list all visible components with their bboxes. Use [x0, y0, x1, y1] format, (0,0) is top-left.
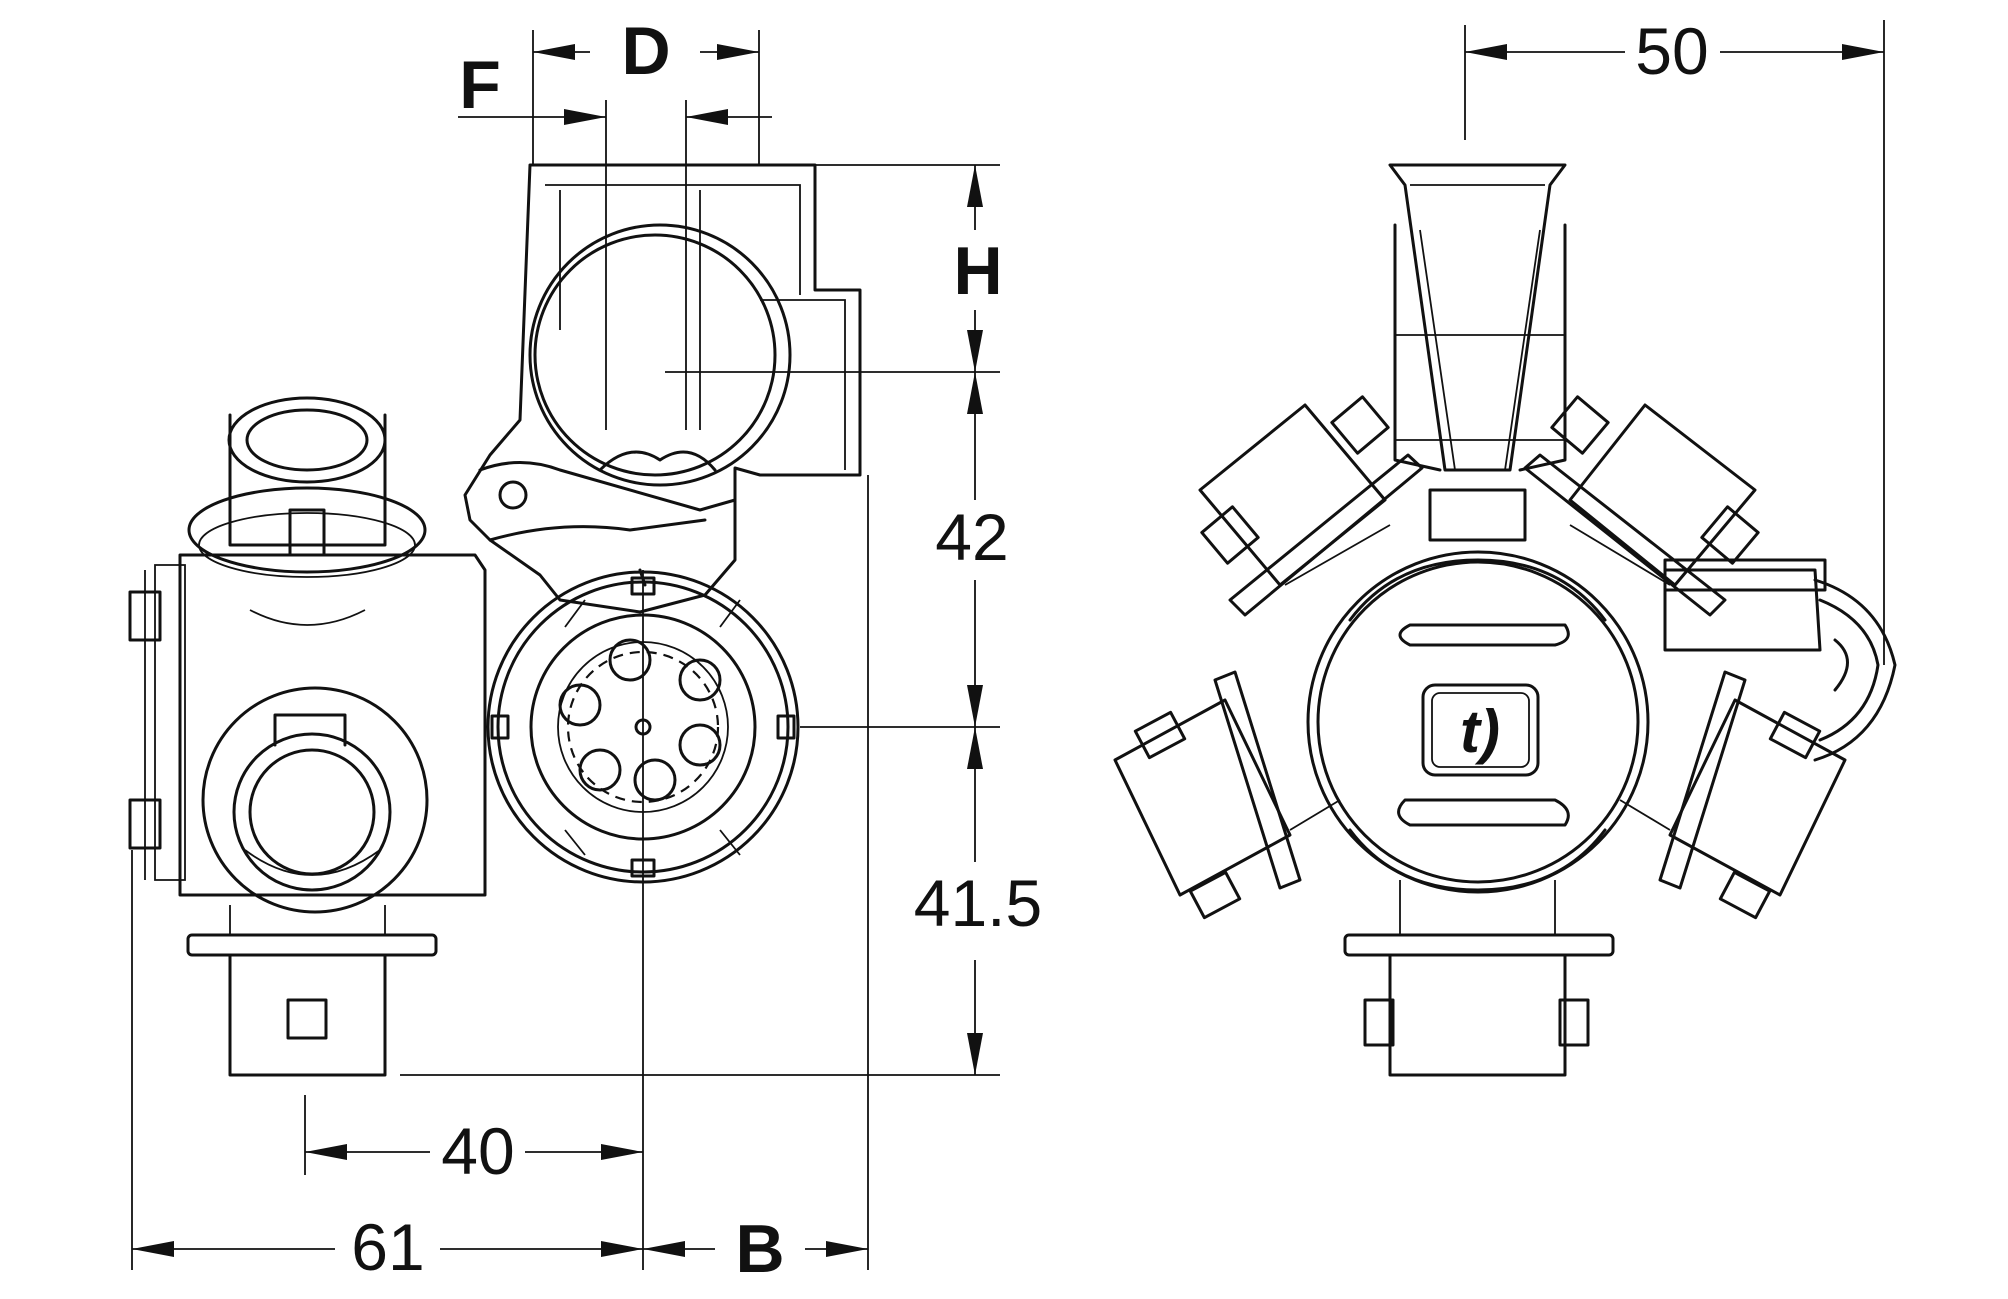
dim-label-h: H: [953, 233, 1002, 309]
dim-label-40: 40: [441, 1114, 514, 1188]
dimension-42: 42: [935, 372, 1009, 727]
dimension-f: F: [458, 47, 772, 125]
dim-label-41-5: 41.5: [914, 866, 1042, 940]
left-main-body: [128, 553, 487, 914]
logo-mark: t): [1460, 698, 1500, 765]
lower-right-arm: [1619, 670, 1847, 920]
dimension-50: 50: [1464, 14, 1885, 665]
top-left-tube: [187, 396, 427, 626]
dimension-41-5: 41.5: [914, 727, 1042, 1075]
left-view-extension-lines: [131, 30, 1000, 1270]
dim-label-61: 61: [351, 1210, 424, 1284]
dimension-d: D: [533, 13, 759, 89]
dimension-61: 61: [132, 1210, 643, 1284]
upper-right-arm: [1523, 395, 1760, 617]
upper-left-arm: [1198, 395, 1424, 617]
dim-label-b: B: [735, 1211, 784, 1287]
right-bottom-outlet: [1343, 880, 1615, 1077]
top-funnel: [1388, 163, 1567, 542]
right-view: t): [1113, 14, 1897, 1077]
right-arm-knob: [1663, 558, 1897, 762]
dim-label-f: F: [459, 47, 501, 123]
left-view: D F H 42: [128, 13, 1042, 1287]
dimension-40: 40: [305, 1114, 643, 1188]
lower-left-arm: [1113, 670, 1341, 920]
dim-label-42: 42: [935, 500, 1008, 574]
bottom-outlet: [186, 905, 438, 1077]
dimension-b: B: [643, 1211, 868, 1287]
dim-label-50: 50: [1635, 14, 1708, 88]
upper-clamp-body: [463, 163, 862, 614]
dimension-h: H: [953, 165, 1003, 372]
right-central-body: t): [1306, 550, 1650, 894]
dim-label-d: D: [621, 13, 670, 89]
